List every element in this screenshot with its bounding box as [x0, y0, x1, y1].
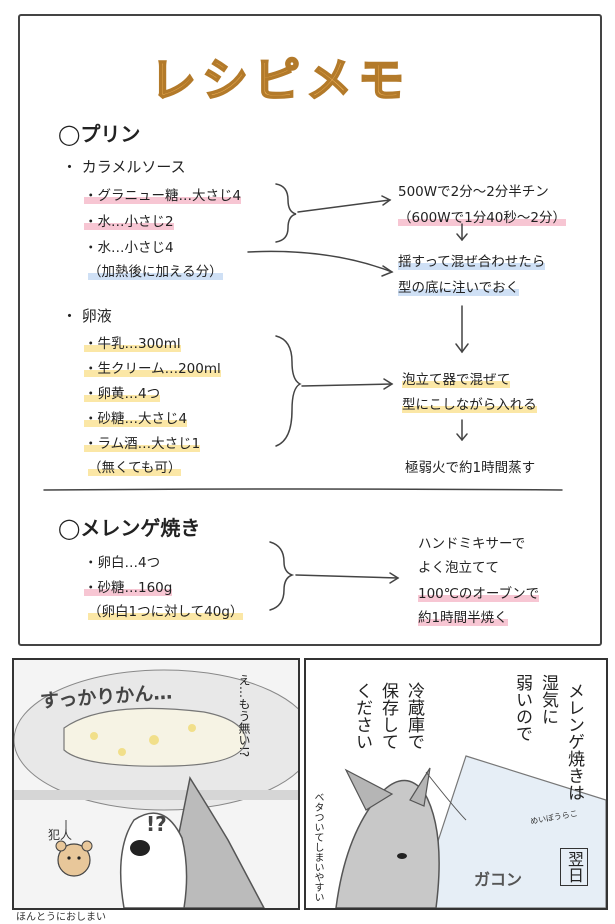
sfx-clunk: ガコン — [474, 870, 523, 889]
pudding-heading: ◯プリン — [58, 122, 141, 146]
egg-item-5: ・ラム酒…大さじ1 — [84, 432, 201, 452]
meringue-step-1: ハンドミキサーで — [418, 536, 526, 552]
meringue-heading: ◯メレンゲ焼き — [58, 516, 201, 540]
speech-col-6: ください — [352, 682, 372, 750]
caramel-step-2: （600Wで1分40秒〜2分） — [398, 206, 566, 226]
speech-col-5: 保存して — [378, 682, 398, 750]
side-note: ベタついてしまいやすい — [312, 792, 323, 902]
egg-step-2: 型にこしながら入れる — [402, 393, 537, 413]
caramel-item-1: ・グラニュー糖…大さじ4 — [84, 184, 242, 204]
egg-step-3: 極弱火で約1時間蒸す — [405, 460, 536, 476]
comic-panel-left — [12, 658, 300, 910]
arrow-icon — [295, 574, 399, 579]
comic-panel-right — [304, 658, 608, 910]
caramel-item-2: ・水…小さじ2 — [84, 210, 174, 230]
meringue-step-2: よく泡立てて — [418, 560, 499, 576]
speech-col-4: 冷蔵庫で — [404, 682, 424, 750]
recipe-memo-card — [18, 14, 602, 646]
brace-icon — [275, 335, 302, 447]
exclaim-mark: !? — [146, 812, 167, 836]
meringue-step-3: 100℃のオーブンで — [418, 582, 540, 602]
caramel-step-4: 型の底に注いでおく — [398, 276, 520, 296]
meringue-item-3: （卵白1つに対して40g） — [88, 600, 244, 620]
brace-icon — [269, 541, 295, 611]
memo-title: レシピメモ — [149, 52, 410, 108]
egg-item-3: ・卵黄…4つ — [84, 382, 161, 402]
egg-item-4: ・砂糖…大さじ4 — [84, 407, 188, 427]
egg-item-6: （無くても可） — [88, 456, 182, 476]
egg-step-1: 泡立て器で混ぜて — [402, 368, 511, 388]
egg-item-1: ・牛乳…300ml — [84, 332, 181, 352]
speech-left: え…もう無い!? — [237, 674, 251, 758]
footer-text: ほんとうにおしまい — [16, 912, 106, 923]
speech-col-1: メレンゲ焼きは — [564, 682, 584, 801]
caramel-item-3: ・水…小さじ4 — [84, 240, 174, 256]
egg-item-2: ・生クリーム…200ml — [84, 357, 221, 377]
speech-col-3: 弱いので — [512, 674, 532, 742]
next-day-label: 翌日 — [560, 848, 588, 886]
caramel-item-4: （加熱後に加える分） — [88, 260, 223, 280]
culprit-label: 犯人 — [48, 828, 73, 842]
egg-heading: ・ 卵液 — [62, 307, 112, 325]
caramel-heading: ・ カラメルソース — [62, 158, 186, 176]
comic-left-art — [14, 660, 298, 908]
section-divider — [43, 488, 563, 491]
speech-col-2: 湿気に — [538, 674, 558, 725]
bear-icon — [55, 840, 93, 877]
arrow-icon — [247, 250, 393, 273]
meringue-item-1: ・卵白…4つ — [84, 555, 161, 571]
brace-icon — [275, 183, 297, 243]
arrow-icon — [297, 199, 391, 213]
meringue-step-4: 約1時間半焼く — [418, 606, 508, 626]
arrow-icon — [301, 383, 393, 387]
comic-right-art — [306, 660, 606, 908]
caramel-step-1: 500Wで2分〜2分半チン — [398, 184, 549, 200]
meringue-item-2: ・砂糖…160g — [84, 576, 173, 596]
memo-drawings — [43, 183, 563, 611]
caramel-step-3: 揺すって混ぜ合わせたら — [398, 250, 546, 270]
